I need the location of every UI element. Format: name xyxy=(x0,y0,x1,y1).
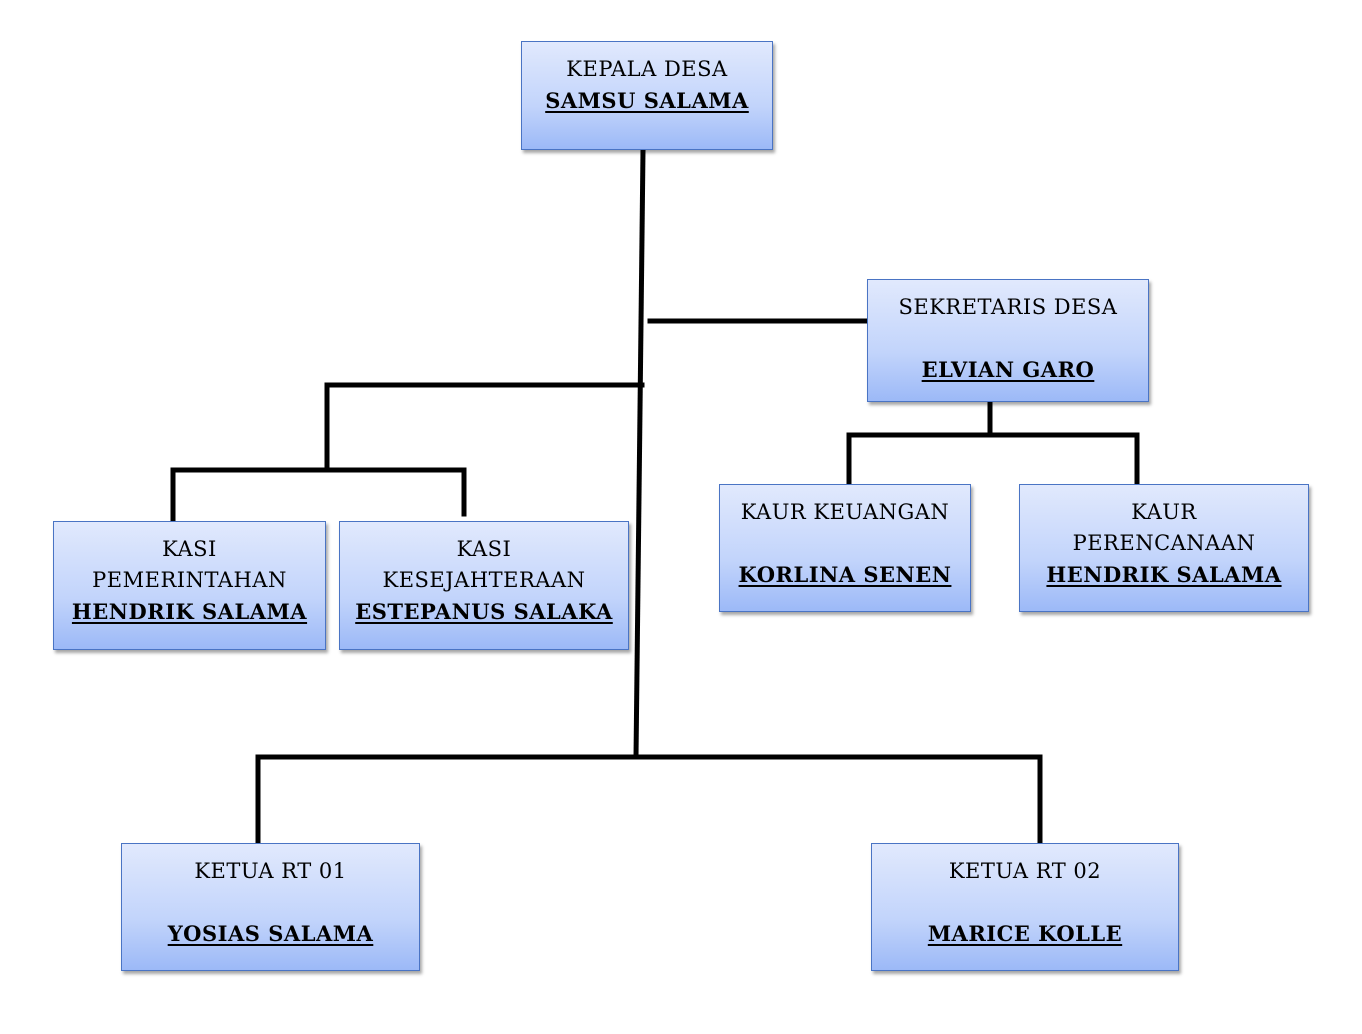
node-ketua-rt01: KETUA RT 01 YOSIAS SALAMA xyxy=(121,843,420,971)
node-name: HENDRIK SALAMA xyxy=(1046,562,1282,587)
node-title: KAUR KEUANGAN xyxy=(740,500,950,524)
node-name: KORLINA SENEN xyxy=(738,562,952,587)
node-title: KETUA RT 01 xyxy=(194,859,347,883)
node-title: PERENCANAAN xyxy=(1072,531,1256,555)
node-kaur-perencanaan: KAUR PERENCANAAN HENDRIK SALAMA xyxy=(1019,484,1309,612)
node-kasi-kesejahteraan: KASI KESEJAHTERAAN ESTEPANUS SALAKA xyxy=(339,521,629,650)
node-kepala-desa: KEPALA DESA SAMSU SALAMA xyxy=(521,41,773,150)
node-title: KASI xyxy=(162,537,217,561)
node-kaur-keuangan: KAUR KEUANGAN KORLINA SENEN xyxy=(719,484,971,612)
node-title: KAUR xyxy=(1131,500,1197,524)
node-title: KETUA RT 02 xyxy=(948,859,1102,883)
connector-main-vertical xyxy=(633,147,646,760)
node-title: KESEJAHTERAAN xyxy=(382,568,586,592)
node-name: SAMSU SALAMA xyxy=(545,88,749,113)
node-title: SEKRETARIS DESA xyxy=(898,295,1118,319)
node-name: MARICE KOLLE xyxy=(927,921,1123,946)
node-title: KASI xyxy=(456,537,512,561)
node-name: ELVIAN GARO xyxy=(921,357,1095,382)
node-title: PEMERINTAHAN xyxy=(92,568,287,592)
node-kasi-pemerintahan: KASI PEMERINTAHAN HENDRIK SALAMA xyxy=(53,521,326,650)
node-title: KEPALA DESA xyxy=(566,57,728,81)
node-name: YOSIAS SALAMA xyxy=(167,921,374,946)
node-ketua-rt02: KETUA RT 02 MARICE KOLLE xyxy=(871,843,1179,971)
node-sekretaris-desa: SEKRETARIS DESA ELVIAN GARO xyxy=(867,279,1149,402)
node-name: HENDRIK SALAMA xyxy=(71,599,308,624)
node-name: ESTEPANUS SALAKA xyxy=(355,599,613,624)
